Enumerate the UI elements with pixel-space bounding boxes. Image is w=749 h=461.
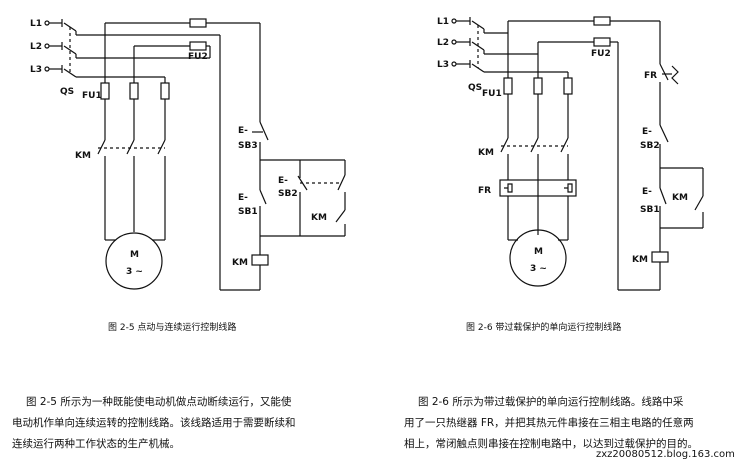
- terminal-l3: [44, 66, 50, 72]
- label-fu1: FU1: [82, 91, 102, 101]
- label-motor-phase: 3 ~: [126, 267, 143, 277]
- label-motor: M: [130, 250, 139, 260]
- fr-contact-actuator: [671, 65, 679, 85]
- label-l1: L1: [437, 17, 449, 27]
- figure-2-6: L1 L2 L3 QS FU2 FU1: [437, 16, 704, 333]
- fr-heater-element-1: [504, 183, 513, 193]
- body-text-right-line-1: 图 2-6 所示为带过载保护的单向运行控制线路。线路中采: [418, 395, 684, 408]
- label-fr-contact: FR: [644, 71, 657, 81]
- label-sb2: SB2: [278, 189, 298, 199]
- svg-text:E-: E-: [278, 176, 288, 186]
- qs-blade-2: [63, 45, 77, 55]
- watermark: zxz20080512.blog.163.com: [596, 449, 735, 460]
- fu1-fuse-2: [129, 82, 139, 100]
- fu1-fuse-1: [503, 77, 513, 95]
- motor-symbol: [509, 229, 567, 287]
- label-km-main: KM: [478, 148, 494, 158]
- body-text-right-line-2: 用了一只热继器 FR，并把其热元件串接在三相主电路的任意两: [404, 416, 694, 429]
- label-fu2: FU2: [591, 49, 611, 59]
- label-l3: L3: [30, 65, 42, 75]
- sb1-contact: [659, 187, 667, 205]
- caption-fig-2-6: 图 2-6 带过载保护的单向运行控制线路: [466, 321, 621, 333]
- label-motor: M: [534, 247, 543, 257]
- body-text-left-line-2: 电动机作单向连续运转的控制线路。该线路适用于需要断续和: [12, 416, 296, 429]
- label-qs: QS: [468, 83, 482, 93]
- sb2-nc-contact: [337, 174, 346, 191]
- fu2-fuse-bottom: [593, 37, 611, 47]
- label-km-aux: KM: [311, 213, 327, 223]
- fu2-fuse-top: [593, 16, 611, 26]
- km-aux-contact: [694, 195, 704, 211]
- fu2-fuse-top: [189, 18, 207, 28]
- fu1-fuse-3: [563, 77, 573, 95]
- label-motor-phase: 3 ~: [530, 264, 547, 274]
- body-text-right: 图 2-6 所示为带过载保护的单向运行控制线路。线路中采 用了一只热继器 FR，…: [404, 395, 698, 450]
- fu1-fuse-3: [160, 82, 170, 100]
- label-qs: QS: [60, 87, 74, 97]
- qs-blade-3: [63, 68, 77, 78]
- label-sb1: SB1: [238, 207, 258, 217]
- body-text-left-line-3: 连续运行两种工作状态的生产机械。: [12, 437, 180, 450]
- label-fu2: FU2: [188, 52, 208, 62]
- terminal-l2: [44, 43, 50, 49]
- km-coil: [251, 254, 269, 266]
- label-l1: L1: [30, 19, 42, 29]
- sb1-contact: [259, 189, 267, 205]
- label-l2: L2: [437, 38, 449, 48]
- sb2-contact: [659, 124, 669, 143]
- label-l2: L2: [30, 42, 42, 52]
- label-fu1: FU1: [482, 89, 502, 99]
- terminal-l1: [44, 20, 50, 26]
- fr-heater-element-2: [564, 183, 573, 193]
- body-text-left-line-1: 图 2-5 所示为一种既能使电动机做点动断续运行，又能使: [26, 395, 292, 408]
- km-aux-contact: [335, 209, 346, 223]
- label-sb2: SB2: [640, 141, 660, 151]
- fu2-fuse-bottom: [189, 41, 207, 51]
- fu1-fuse-1: [100, 82, 110, 100]
- fu1-fuse-2: [533, 77, 543, 95]
- body-text-left: 图 2-5 所示为一种既能使电动机做点动断续运行，又能使 电动机作单向连续运转的…: [12, 395, 296, 450]
- label-km-main: KM: [75, 151, 91, 161]
- label-km-aux: KM: [672, 193, 688, 203]
- svg-text:E-: E-: [642, 187, 652, 197]
- caption-fig-2-5: 图 2-5 点动与连续运行控制线路: [108, 321, 236, 333]
- motor-symbol: [105, 232, 163, 290]
- body-text-right-line-3: 相上，常闭触点则串接在控制电路中，以达到过载保护的目的。: [404, 437, 698, 450]
- fr-nc-contact: [659, 63, 669, 81]
- svg-text:E-: E-: [238, 193, 248, 203]
- figure-2-5: L1 L2 L3 QS FU2: [30, 18, 346, 333]
- label-km-coil: KM: [632, 255, 648, 265]
- sb3-contact: [259, 121, 269, 141]
- label-sb1: SB1: [640, 205, 660, 215]
- fr-heater: [499, 179, 577, 197]
- label-l3: L3: [437, 60, 449, 70]
- label-km-coil: KM: [232, 258, 248, 268]
- label-fr-heater: FR: [478, 186, 491, 196]
- svg-text:E-: E-: [642, 127, 652, 137]
- label-sb3: SB3: [238, 141, 258, 151]
- svg-text:E-: E-: [238, 126, 248, 136]
- km-coil: [651, 251, 669, 263]
